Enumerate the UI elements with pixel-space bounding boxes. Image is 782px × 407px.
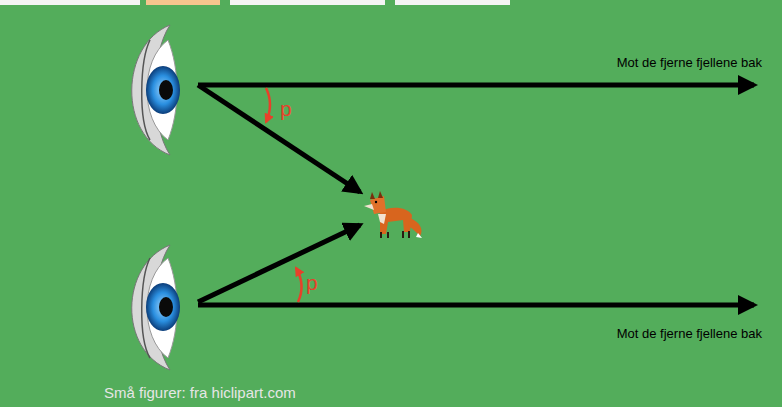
direction-note: Mot de fjerne fjellene bak — [617, 56, 762, 71]
angle-label: p — [280, 97, 292, 121]
source-note: Små figurer: fra hiclipart.com — [104, 384, 296, 401]
top-tabs — [0, 0, 510, 5]
angle-label: p — [306, 271, 318, 295]
eye-icon — [132, 25, 180, 155]
angle-arc — [266, 88, 302, 302]
fox-figure — [364, 191, 422, 238]
sight-lines — [198, 85, 754, 305]
eye-icon — [132, 245, 180, 370]
direction-note: Mot de fjerne fjellene bak — [617, 327, 762, 342]
